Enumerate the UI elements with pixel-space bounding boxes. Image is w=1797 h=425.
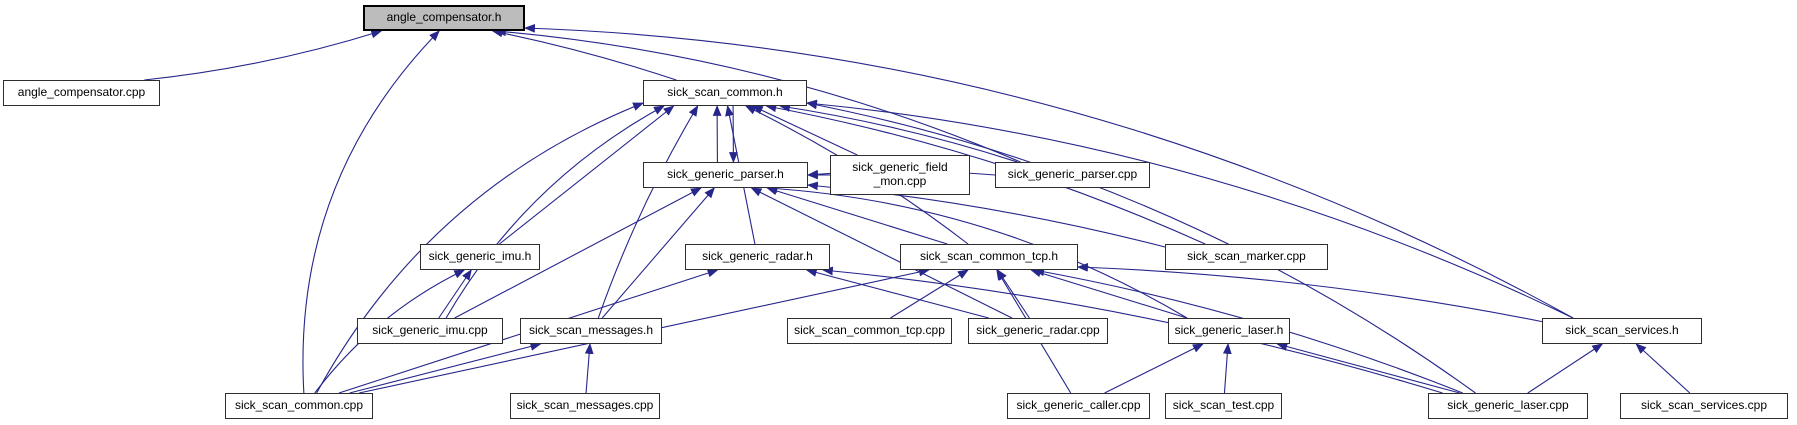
edge-sick-generic-radar-cpp-includes-sick-generic-radar-h	[805, 268, 989, 319]
node-label-line: _mon.cpp	[873, 174, 927, 188]
node-sick-scan-test-cpp[interactable]: sick_scan_test.cpp	[1165, 393, 1282, 419]
node-sick-generic-laser-h[interactable]: sick_generic_laser.h	[1168, 318, 1290, 344]
node-sick-scan-common-tcp-h[interactable]: sick_scan_common_tcp.h	[900, 244, 1078, 270]
node-sick-scan-common-h[interactable]: sick_scan_common.h	[643, 80, 807, 106]
edge-sick-scan-messages-h-includes-sick-scan-common-h	[597, 105, 699, 319]
edge-sick-scan-services-h-includes-sick-scan-common-tcp-h	[1076, 262, 1543, 323]
edge-sick-generic-imu-cpp-includes-sick-generic-imu-h	[438, 269, 472, 319]
edge-sick-generic-radar-cpp-includes-sick-generic-parser-h	[750, 187, 1013, 319]
edge-sick-scan-common-tcp-cpp-includes-sick-scan-common-tcp-h	[890, 269, 969, 319]
node-sick-generic-parser-cpp[interactable]: sick_generic_parser.cpp	[995, 162, 1150, 188]
edge-sick-generic-laser-h-includes-sick-generic-parser-h	[766, 184, 1188, 319]
node-sick-scan-messages-h[interactable]: sick_scan_messages.h	[520, 318, 662, 344]
edge-sick-scan-messages-cpp-includes-sick-scan-messages-h	[584, 342, 594, 394]
node-sick-generic-laser-cpp[interactable]: sick_generic_laser.cpp	[1428, 393, 1588, 419]
edge-sick-generic-laser-h-includes-sick-scan-common-tcp-h	[1030, 268, 1188, 319]
edge-sick-scan-common-cpp-includes-sick-scan-messages-h	[349, 342, 542, 394]
edge-sick-generic-field-mon-cpp-includes-sick-scan-common-h	[751, 105, 858, 156]
edge-sick-scan-messages-h-includes-sick-generic-parser-h	[601, 187, 716, 319]
node-sick-scan-marker-cpp[interactable]: sick_scan_marker.cpp	[1165, 244, 1328, 270]
edge-sick-generic-parser-cpp-includes-angle-compensator-h	[494, 27, 1021, 163]
edge-sick-generic-parser-cpp-includes-sick-scan-common-h	[779, 103, 1018, 163]
node-sick-generic-radar-h[interactable]: sick_generic_radar.h	[685, 244, 830, 270]
edge-sick-scan-common-cpp-includes-angle-compensator-h	[302, 30, 440, 394]
edge-sick-scan-test-cpp-includes-sick-generic-laser-h	[1222, 342, 1232, 394]
edge-sick-generic-laser-cpp-includes-sick-scan-services-h	[1527, 343, 1604, 394]
node-angle-compensator-cpp[interactable]: angle_compensator.cpp	[3, 80, 160, 106]
node-label-line: sick_generic_field	[852, 160, 948, 175]
node-angle-compensator-h: angle_compensator.h	[363, 5, 525, 31]
node-sick-scan-messages-cpp[interactable]: sick_scan_messages.cpp	[510, 393, 660, 419]
node-sick-generic-field-mon-cpp[interactable]: sick_generic_field_mon.cpp	[830, 155, 970, 195]
node-sick-generic-parser-h[interactable]: sick_generic_parser.h	[643, 162, 808, 188]
edge-sick-scan-common-tcp-h-includes-sick-generic-parser-h	[766, 186, 948, 245]
edge-sick-generic-laser-cpp-includes-sick-generic-laser-h	[1276, 342, 1460, 394]
edge-sick-scan-common-cpp-includes-sick-scan-common-h	[316, 102, 645, 394]
node-sick-generic-radar-cpp[interactable]: sick_generic_radar.cpp	[968, 318, 1108, 344]
node-sick-generic-imu-cpp[interactable]: sick_generic_imu.cpp	[357, 318, 503, 344]
edge-sick-generic-imu-cpp-includes-sick-generic-parser-h	[454, 187, 702, 319]
edge-sick-generic-laser-cpp-includes-sick-scan-common-h	[805, 100, 1476, 394]
edge-sick-generic-laser-cpp-includes-sick-generic-radar-h	[821, 266, 1443, 394]
edge-sick-scan-services-h-includes-sick-scan-common-h	[805, 99, 1574, 319]
edge-sick-scan-marker-cpp-includes-sick-scan-common-h	[765, 103, 1206, 245]
node-sick-scan-services-cpp[interactable]: sick_scan_services.cpp	[1620, 393, 1788, 419]
node-sick-scan-services-h[interactable]: sick_scan_services.h	[1542, 318, 1702, 344]
edge-sick-scan-services-cpp-includes-sick-scan-services-h	[1635, 343, 1691, 394]
edge-sick-generic-caller-cpp-includes-sick-generic-laser-h	[1104, 343, 1204, 394]
edge-sick-scan-services-h-includes-angle-compensator-h	[523, 23, 1574, 319]
edge-angle-compensator-cpp-includes-angle-compensator-h	[144, 29, 383, 81]
node-sick-generic-caller-cpp[interactable]: sick_generic_caller.cpp	[1007, 393, 1150, 419]
node-sick-generic-imu-h[interactable]: sick_generic_imu.h	[420, 244, 540, 270]
edge-sick-generic-imu-h-includes-sick-scan-common-h	[499, 105, 675, 245]
node-sick-scan-common-tcp-cpp[interactable]: sick_scan_common_tcp.cpp	[787, 318, 952, 344]
node-sick-scan-common-cpp[interactable]: sick_scan_common.cpp	[225, 393, 373, 419]
edge-sick-scan-common-h-includes-angle-compensator-h	[491, 28, 677, 81]
edge-sick-generic-imu-cpp-includes-sick-scan-common-h	[445, 105, 665, 319]
